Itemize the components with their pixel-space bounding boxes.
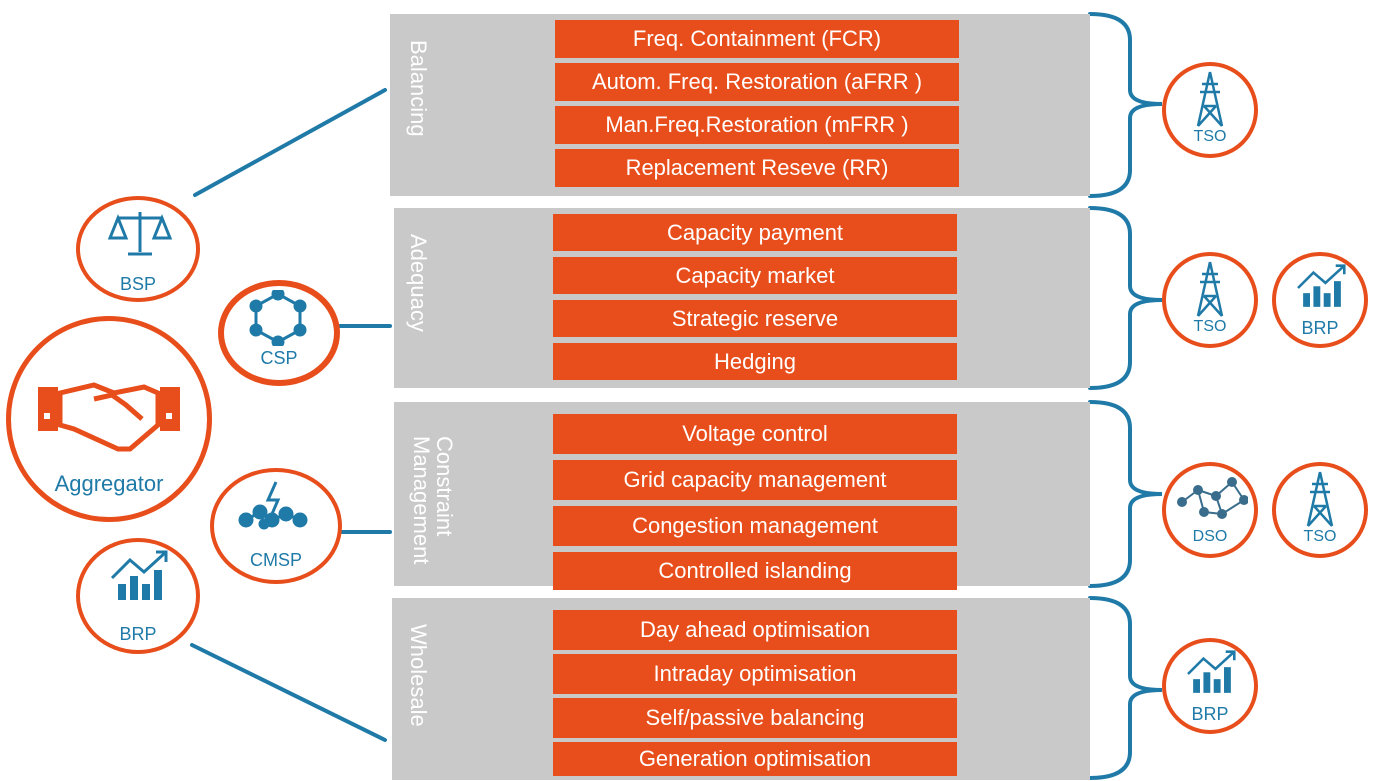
scales-icon [108, 212, 172, 256]
handshake-icon [38, 382, 180, 452]
role-tso-balancing: TSO [1162, 62, 1258, 158]
item-afrr: Autom. Freq. Restoration (aFRR ) [555, 63, 959, 101]
role-brp-left-label: BRP [119, 624, 157, 644]
role-cmsp: CMSP [210, 468, 342, 584]
brace-constraint [1088, 400, 1163, 588]
role-brp-wholesale-label: BRP [1191, 704, 1229, 724]
item-day-ahead: Day ahead optimisation [553, 610, 957, 650]
role-tso-constraint: TSO [1272, 462, 1368, 558]
pylon-icon [1306, 471, 1334, 527]
role-csp: CSP [218, 280, 340, 386]
bar-chart-icon [1297, 264, 1346, 307]
item-strategic-reserve: Strategic reserve [553, 300, 957, 337]
panel-title-adequacy: Adequacy [406, 234, 431, 332]
role-cmsp-label: CMSP [249, 550, 302, 570]
item-self-balancing: Self/passive balancing [553, 698, 957, 738]
role-brp-adequacy: BRP [1272, 252, 1368, 348]
lightning-network-icon [238, 481, 308, 530]
panel-title-constraint: Constraint Management [408, 436, 457, 565]
connector-bsp-balancing [193, 88, 387, 197]
role-aggregator-label: Aggregator [54, 471, 164, 496]
role-tso-adequacy-label: TSO [1193, 318, 1227, 335]
role-brp-adequacy-label: BRP [1301, 318, 1339, 338]
role-aggregator: Aggregator [6, 316, 212, 522]
grid-network-icon [1177, 477, 1248, 519]
panel-title-wholesale: Wholesale [406, 624, 431, 727]
item-capacity-payment: Capacity payment [553, 214, 957, 251]
panel-title-balancing: Balancing [406, 40, 431, 137]
bar-chart-icon [1187, 650, 1236, 693]
role-brp-wholesale: BRP [1162, 638, 1258, 734]
role-tso-adequacy: TSO [1162, 252, 1258, 348]
item-capacity-market: Capacity market [553, 257, 957, 294]
item-mfrr: Man.Freq.Restoration (mFRR ) [555, 106, 959, 144]
brace-wholesale [1088, 596, 1163, 780]
item-generation: Generation optimisation [553, 742, 957, 776]
item-intraday: Intraday optimisation [553, 654, 957, 694]
item-congestion: Congestion management [553, 506, 957, 546]
panel-title-constraint-line2: Management [408, 436, 434, 565]
role-tso-constraint-label: TSO [1303, 528, 1337, 545]
role-csp-label: CSP [260, 348, 298, 368]
item-rr: Replacement Reseve (RR) [555, 149, 959, 187]
item-grid-capacity: Grid capacity management [553, 460, 957, 500]
role-bsp-label: BSP [119, 274, 157, 294]
brace-adequacy [1088, 206, 1163, 390]
role-dso-constraint-label: DSO [1192, 528, 1228, 545]
bar-chart-icon [110, 550, 168, 600]
item-voltage-control: Voltage control [553, 414, 957, 454]
network-ring-icon [249, 290, 307, 346]
item-islanding: Controlled islanding [553, 552, 957, 590]
role-brp-left: BRP [76, 538, 200, 654]
role-tso-balancing-label: TSO [1193, 128, 1227, 145]
panel-title-constraint-line1: Constraint [432, 436, 457, 537]
brace-balancing [1088, 12, 1163, 198]
pylon-icon [1196, 261, 1224, 317]
role-bsp: BSP [76, 196, 200, 302]
connector-brp-wholesale [190, 643, 387, 742]
item-fcr: Freq. Containment (FCR) [555, 20, 959, 58]
item-hedging: Hedging [553, 343, 957, 380]
role-dso-constraint: DSO [1162, 462, 1258, 558]
pylon-icon [1196, 71, 1224, 127]
